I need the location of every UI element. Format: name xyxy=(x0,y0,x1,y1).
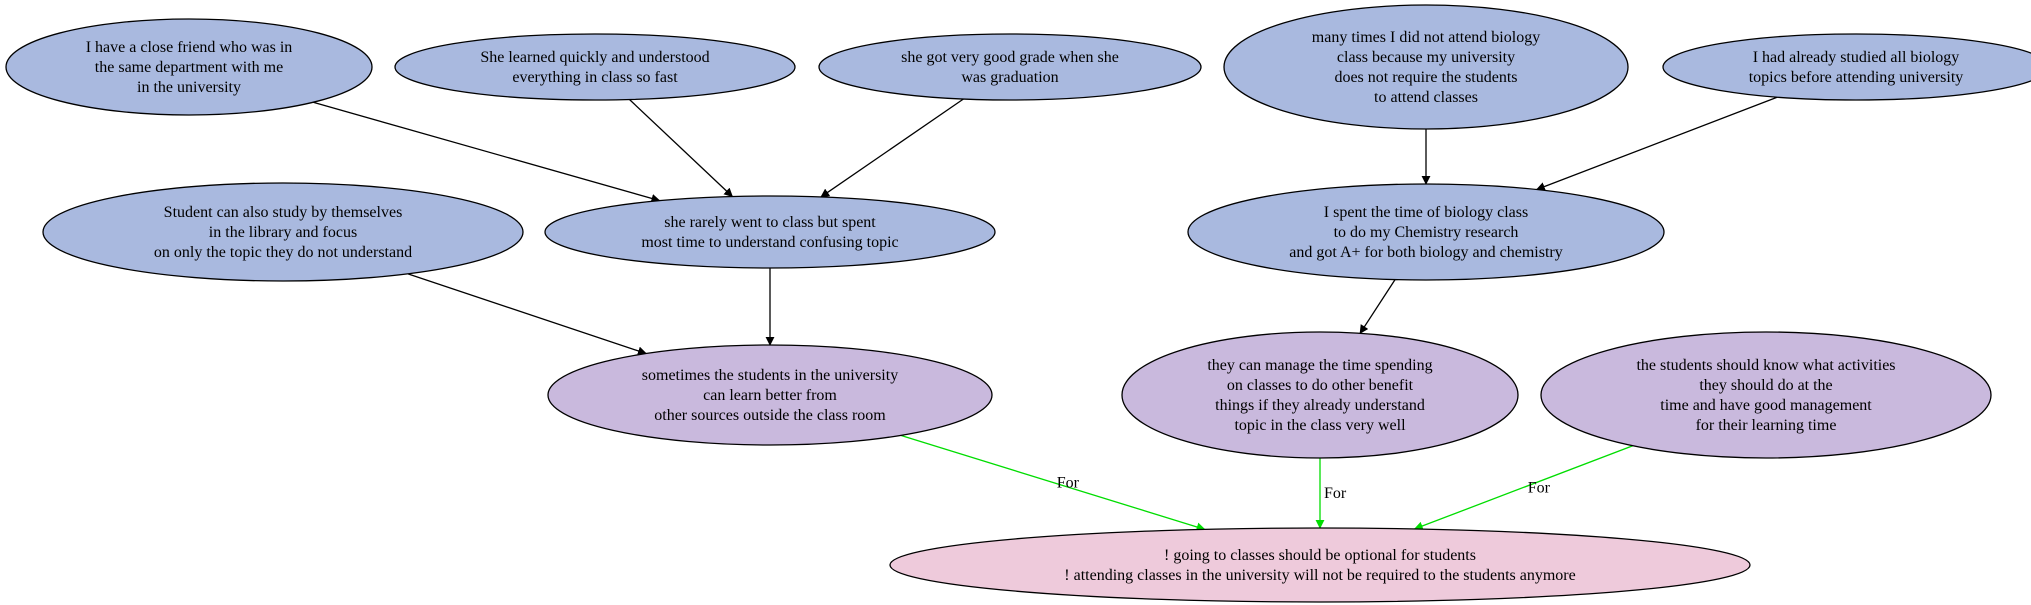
edge-label-e11: For xyxy=(1528,479,1551,496)
edge-n2-to-n7 xyxy=(629,99,734,198)
node-text-line: was graduation xyxy=(961,69,1058,86)
node-n12: ! going to classes should be optional fo… xyxy=(889,527,1751,603)
node-text-line: can learn better from xyxy=(703,387,837,404)
node-text-line: She learned quickly and understood xyxy=(480,49,709,66)
node-ellipse-premise xyxy=(1662,33,2031,101)
node-ellipse-claim xyxy=(1121,331,1519,459)
node-text-line: for their learning time xyxy=(1696,417,1837,434)
node-text-line: class because my university xyxy=(1337,49,1515,66)
node-n6: Student can also study by themselves in t… xyxy=(42,182,524,282)
node-text-line: the students should know what activities xyxy=(1636,357,1895,374)
node-text-line: in the university xyxy=(137,79,241,96)
node-text-line: the same department with me xyxy=(95,59,283,76)
node-text-line: they should do at the xyxy=(1699,377,1832,394)
node-text-line: on only the topic they do not understand xyxy=(154,244,412,261)
node-text-line: she rarely went to class but spent xyxy=(664,214,876,231)
edge-n9-to-n12 xyxy=(900,434,1206,532)
nodes-layer: I have a close friend who was in the same… xyxy=(5,4,2031,603)
node-n9: sometimes the students in the university… xyxy=(547,344,993,446)
node-n1: I have a close friend who was in the same… xyxy=(5,18,373,116)
node-text-line: and got A+ for both biology and chemistr… xyxy=(1289,244,1562,261)
node-n3: she got very good grade when she was grad… xyxy=(818,33,1202,101)
node-ellipse-premise xyxy=(42,182,524,282)
node-text-line: in the library and focus xyxy=(209,224,357,241)
node-ellipse-premise xyxy=(1223,4,1629,130)
node-text-line: many times I did not attend biology xyxy=(1312,29,1540,46)
node-text-line: most time to understand confusing topic xyxy=(641,234,898,251)
node-text-line: Student can also study by themselves xyxy=(164,204,403,221)
node-n11: the students should know what activities… xyxy=(1540,331,1992,459)
node-text-line: I have a close friend who was in xyxy=(86,39,293,56)
edge-n6-to-n9 xyxy=(407,273,647,356)
edge-label-e10: For xyxy=(1324,485,1347,502)
node-text-line: everything in class so fast xyxy=(512,69,678,86)
node-text-line: I spent the time of biology class xyxy=(1324,204,1528,221)
node-text-line: topics before attending university xyxy=(1749,69,1964,86)
edge-n3-to-n7 xyxy=(820,98,964,198)
edge-n5-to-n8 xyxy=(1535,96,1778,191)
node-text-line: sometimes the students in the university xyxy=(642,367,898,384)
node-ellipse-premise xyxy=(5,18,373,116)
edge-n11-to-n12 xyxy=(1413,445,1634,531)
edge-label-e9: For xyxy=(1057,474,1080,491)
node-ellipse-premise xyxy=(394,33,796,101)
node-text-line: things if they already understand xyxy=(1215,397,1425,414)
node-n7: she rarely went to class but spent most t… xyxy=(544,195,996,269)
node-text-line: I had already studied all biology xyxy=(1753,49,1960,66)
node-text-line: to do my Chemistry research xyxy=(1334,224,1519,241)
node-text-line: does not require the students xyxy=(1334,69,1517,86)
node-text-line: they can manage the time spending xyxy=(1207,357,1432,374)
node-n5: I had already studied all biology topics … xyxy=(1662,33,2031,101)
node-text-line: topic in the class very well xyxy=(1234,417,1406,434)
node-text-line: other sources outside the class room xyxy=(654,407,886,424)
node-text-line: she got very good grade when she xyxy=(901,49,1119,66)
node-ellipse-premise xyxy=(544,195,996,269)
node-n2: She learned quickly and understood everyt… xyxy=(394,33,796,101)
node-ellipse-premise xyxy=(1187,183,1665,281)
node-n4: many times I did not attend biology class… xyxy=(1223,4,1629,130)
node-n8: I spent the time of biology class to do m… xyxy=(1187,183,1665,281)
node-ellipse-claim xyxy=(1540,331,1992,459)
node-text-line: time and have good management xyxy=(1660,397,1872,414)
edge-n8-to-n10 xyxy=(1359,279,1396,335)
node-n10: they can manage the time spending on clas… xyxy=(1121,331,1519,459)
node-text-line: to attend classes xyxy=(1374,89,1478,106)
node-ellipse-premise xyxy=(818,33,1202,101)
node-text-line: ! attending classes in the university wi… xyxy=(1064,567,1575,584)
edge-n1-to-n7 xyxy=(312,101,661,203)
node-text-line: on classes to do other benefit xyxy=(1227,377,1414,394)
node-ellipse-claim xyxy=(547,344,993,446)
node-ellipse-conclusion xyxy=(889,527,1751,603)
node-text-line: ! going to classes should be optional fo… xyxy=(1164,547,1476,564)
